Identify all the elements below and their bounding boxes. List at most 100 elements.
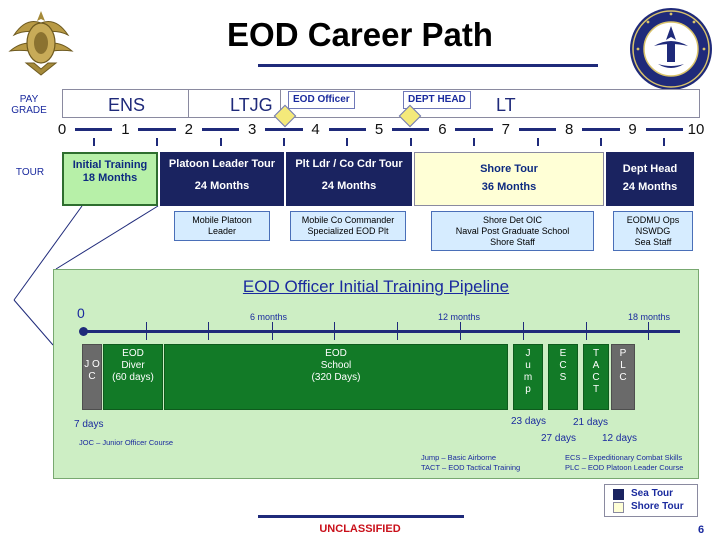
pipeline-tick (208, 322, 209, 340)
grade-divider (188, 89, 189, 118)
eod-badge-icon (8, 11, 74, 76)
pipeline-tick (586, 322, 587, 340)
year-half-tick (409, 138, 412, 146)
year-axis-segment (582, 128, 620, 131)
classification-footer: UNCLASSIFIED (319, 523, 401, 535)
year-axis-segment (328, 128, 366, 131)
pipeline-tick (272, 322, 273, 340)
segment-eod-diver: EOD Diver (60 days) (103, 344, 163, 410)
year-label: 1 (121, 121, 130, 138)
detail-mobile-platoon: Mobile Platoon Leader (174, 211, 270, 241)
pipeline-tick (146, 322, 147, 340)
month-label-6: 6 months (250, 312, 288, 322)
legend-label-sea: Sea Tour (631, 488, 674, 499)
segment-ecs: E C S (548, 344, 578, 410)
tour-label: TOUR (15, 167, 45, 178)
detail-shore-det: Shore Det OIC Naval Post Graduate School… (431, 211, 594, 251)
pipeline-tick (397, 322, 398, 340)
tour-dept-head: Dept Head 24 Months (606, 152, 694, 206)
year-axis-segment (518, 128, 557, 131)
year-axis-segment (201, 128, 240, 131)
segment-jump: J u m p (513, 344, 543, 410)
year-label: 0 (57, 121, 67, 138)
tour-initial-training: Initial Training 18 Months (62, 152, 158, 206)
month-label-18: 18 months (628, 312, 671, 322)
year-axis-segment (265, 128, 303, 131)
year-label: 9 (628, 121, 637, 138)
year-half-tick (346, 138, 349, 146)
segment-joc: J O C (82, 344, 102, 410)
tour-title: Initial Training (72, 159, 148, 171)
legend-swatch-sea (613, 489, 624, 500)
month-label-12: 12 months (438, 312, 481, 322)
tour-duration: 18 Months (82, 172, 138, 184)
footer-rule (258, 515, 464, 518)
year-half-tick (536, 138, 539, 146)
tour-duration: 24 Months (321, 180, 377, 192)
tour-title: Shore Tour (480, 163, 538, 175)
dept-head-tag: DEPT HEAD (403, 91, 471, 109)
tour-platoon-leader: Platoon Leader Tour 24 Months (160, 152, 284, 206)
pipeline-title: EOD Officer Initial Training Pipeline (242, 277, 510, 296)
pipeline-tick (460, 322, 461, 340)
year-label: 2 (184, 121, 193, 138)
title-underline (258, 64, 598, 67)
pipeline-start-label: 0 (77, 305, 85, 321)
segment-plc: P L C (611, 344, 635, 410)
tour-title: Plt Ldr / Co Cdr Tour (295, 158, 403, 170)
pipeline-tick (523, 322, 524, 340)
duration-ecs: 27 days (541, 433, 577, 444)
note-plc: PLC – EOD Platoon Leader Course (565, 463, 684, 472)
tour-shore: Shore Tour 36 Months (414, 152, 604, 206)
pipeline-axis-start-dot (79, 327, 88, 336)
note-joc: JOC – Junior Officer Course (79, 438, 174, 447)
segment-eod-school: EOD School (320 Days) (164, 344, 508, 410)
pay-grade-label: PAY GRADE (11, 94, 47, 116)
year-label: 6 (438, 121, 447, 138)
year-axis-segment (138, 128, 176, 131)
year-half-tick (473, 138, 476, 146)
year-half-tick (282, 138, 285, 146)
year-axis-segment (645, 128, 683, 131)
year-label: 7 (501, 121, 510, 138)
eod-officer-tag: EOD Officer (288, 91, 355, 109)
navy-bureau-seal-icon (630, 8, 712, 90)
tour-duration: 24 Months (622, 181, 678, 193)
note-jump: Jump – Basic Airborne (421, 453, 497, 462)
year-half-tick (599, 138, 602, 146)
year-label: 10 (687, 121, 705, 138)
tour-duration: 24 Months (194, 180, 250, 192)
year-half-tick (663, 138, 666, 146)
grade-divider (280, 89, 281, 118)
year-half-tick (92, 138, 95, 146)
duration-jump: 23 days (511, 416, 547, 427)
legend-swatch-shore (613, 502, 624, 513)
slide-title: EOD Career Path (227, 16, 493, 53)
grade-ens: ENS (108, 95, 146, 115)
tour-title: Dept Head (622, 163, 678, 175)
grade-lt: LT (496, 95, 516, 115)
year-axis-segment (75, 128, 113, 131)
grade-ltjg: LTJG (230, 95, 273, 115)
tour-title: Platoon Leader Tour (168, 158, 276, 170)
pipeline-axis (84, 330, 680, 333)
tour-plt-ldr-co-cdr: Plt Ldr / Co Cdr Tour 24 Months (286, 152, 412, 206)
segment-tact: T A C T (583, 344, 609, 410)
detail-eodmu: EODMU Ops NSWDG Sea Staff (613, 211, 693, 251)
year-label: 8 (565, 121, 574, 138)
pay-grade-bar (62, 89, 700, 118)
duration-plc: 12 days (602, 433, 638, 444)
duration-tact: 21 days (573, 417, 609, 428)
year-label: 5 (374, 121, 384, 138)
year-axis-segment (455, 128, 493, 131)
year-half-tick (156, 138, 159, 146)
year-half-tick (219, 138, 222, 146)
legend-label-shore: Shore Tour (631, 501, 684, 512)
pipeline-tick (334, 322, 335, 340)
year-label: 4 (311, 121, 320, 138)
detail-mobile-co-commander: Mobile Co Commander Specialized EOD Plt (290, 211, 406, 241)
page-number: 6 (698, 524, 705, 536)
year-label: 3 (248, 121, 257, 138)
note-ecs: ECS – Expeditionary Combat Skills (565, 453, 683, 462)
tour-duration: 36 Months (481, 181, 537, 193)
